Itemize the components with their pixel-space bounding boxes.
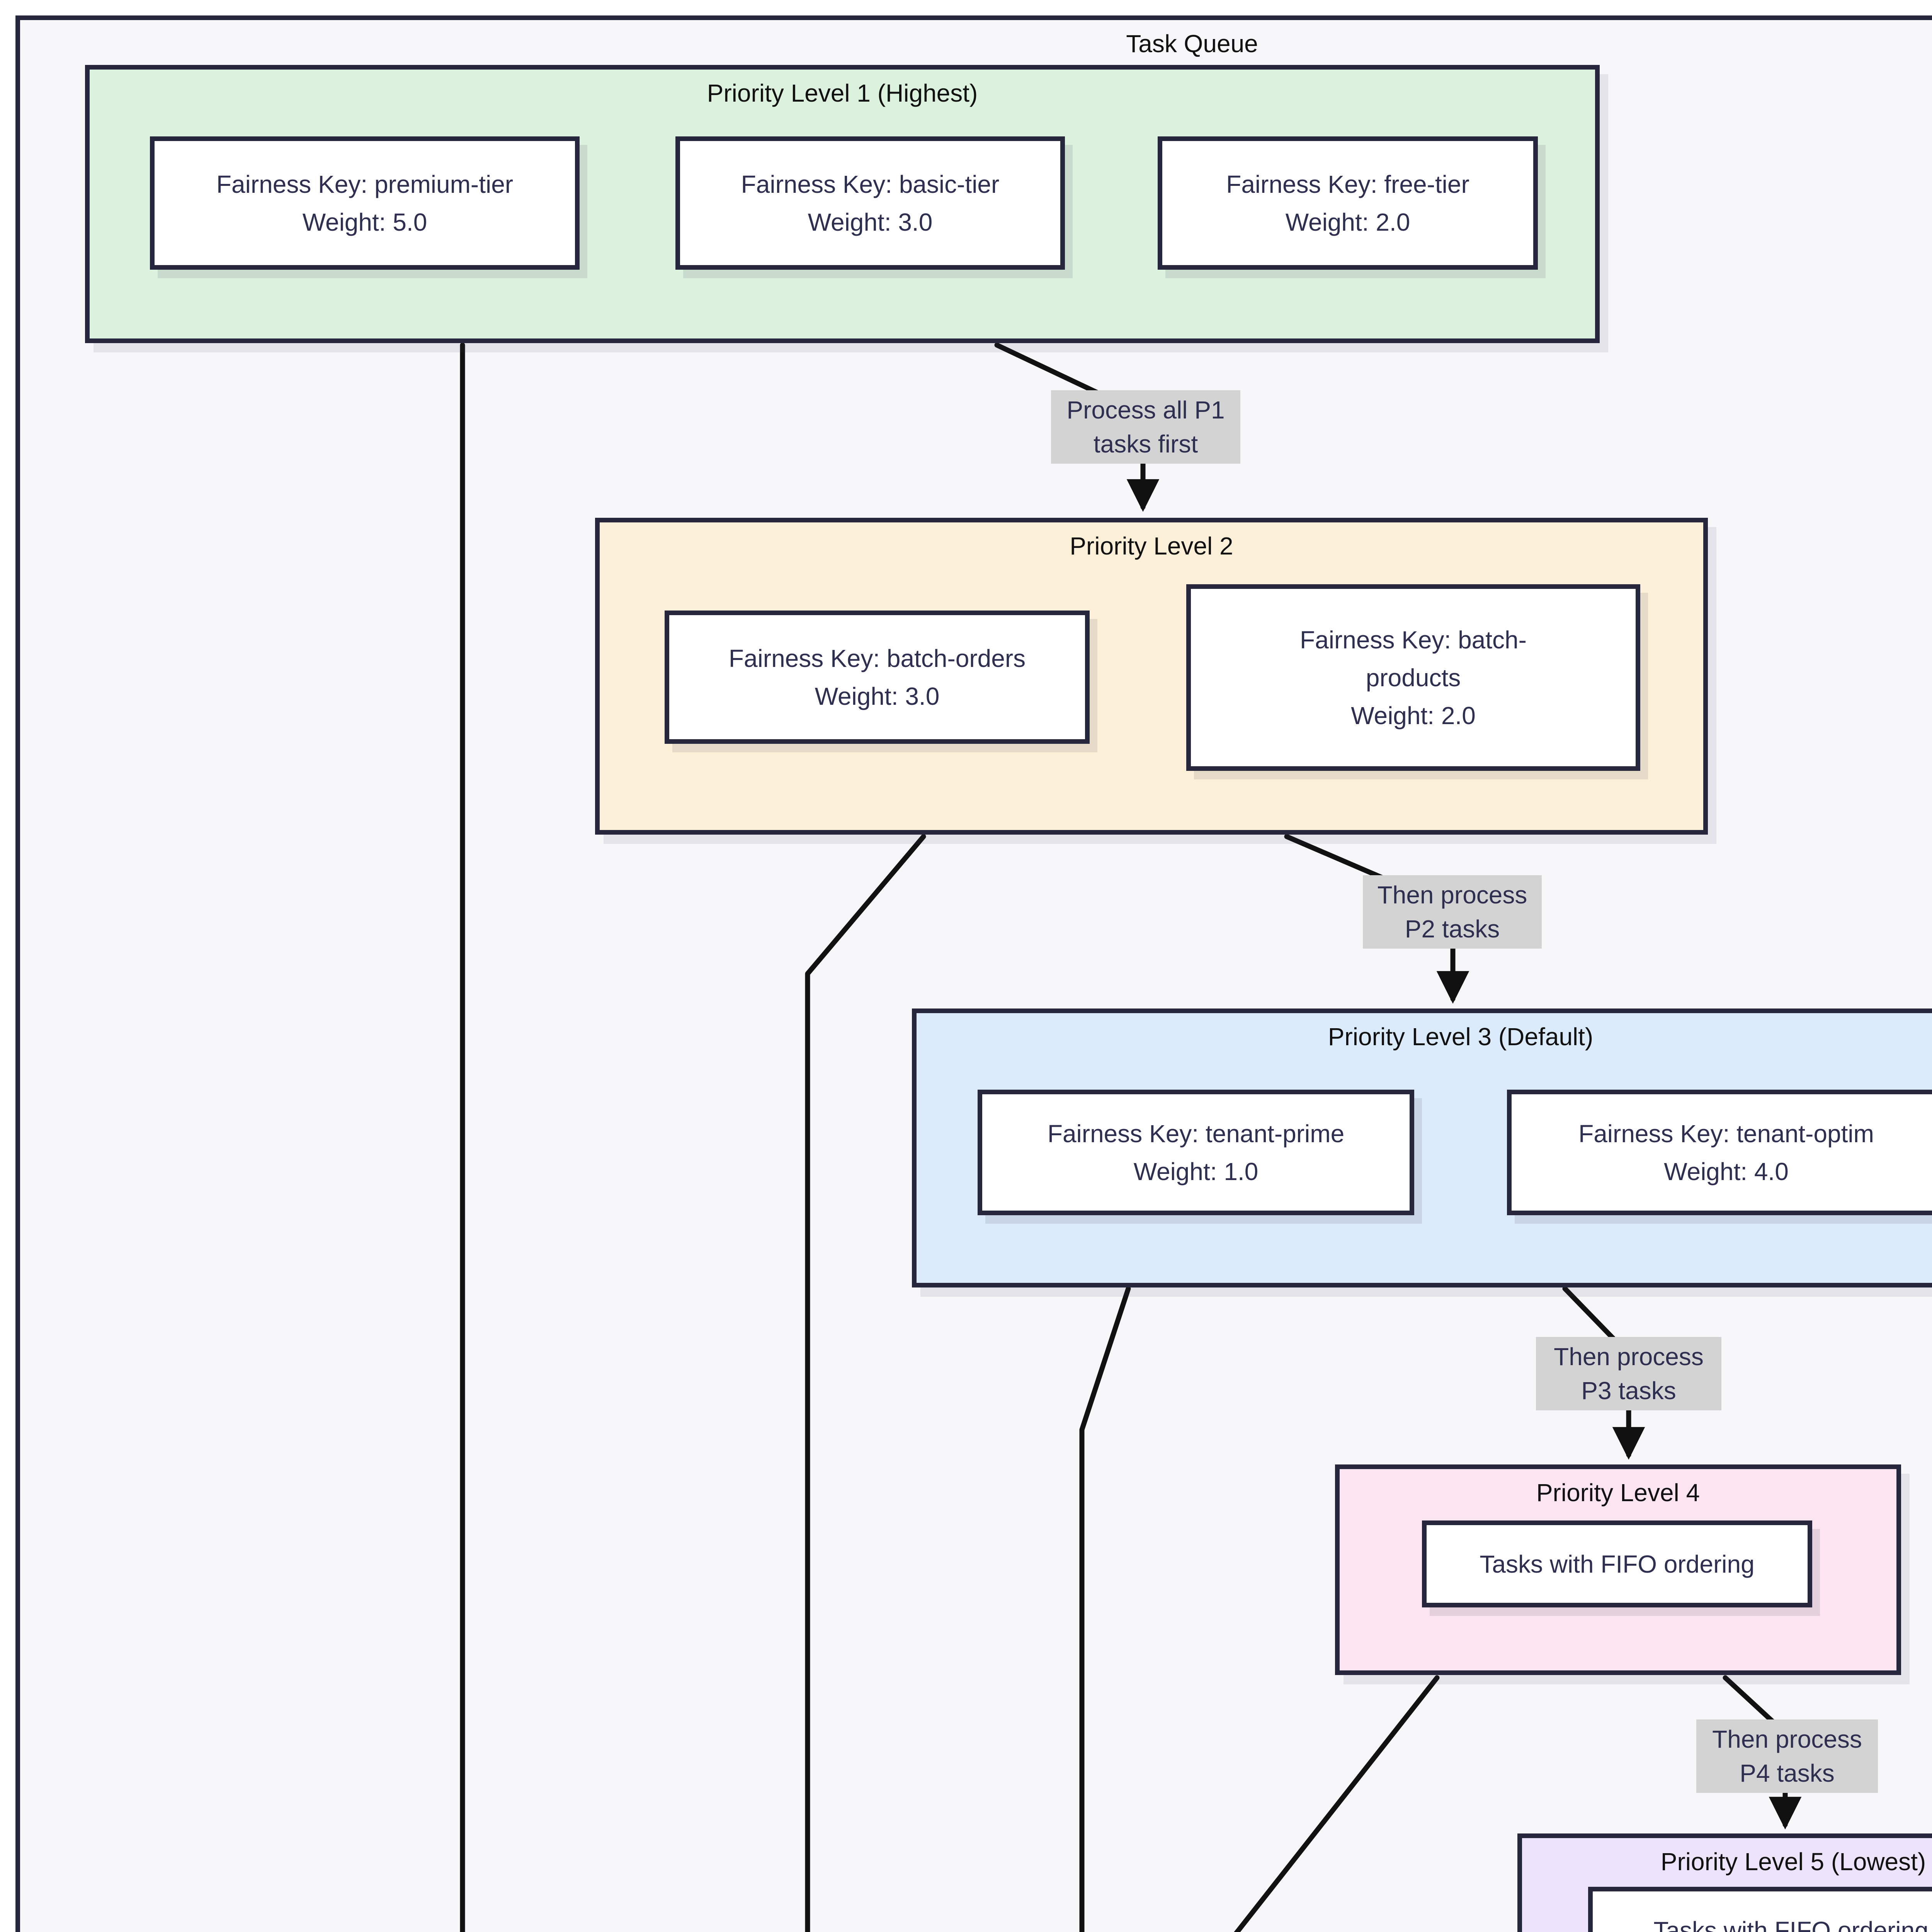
- node-premium-tier: Fairness Key: premium-tier Weight: 5.0: [150, 136, 580, 270]
- node-tenant-optim-line1: Fairness Key: tenant-optim: [1578, 1119, 1874, 1148]
- node-tenant-prime: Fairness Key: tenant-prime Weight: 1.0: [978, 1090, 1414, 1215]
- node-free-tier-line1: Fairness Key: free-tier: [1226, 170, 1469, 198]
- node-tenant-optim: Fairness Key: tenant-optim Weight: 4.0: [1507, 1090, 1932, 1215]
- node-batch-products-line1: Fairness Key: batch-: [1300, 626, 1527, 654]
- edge-p1-to-workers: [460, 342, 465, 1932]
- node-premium-tier-line1: Fairness Key: premium-tier: [216, 170, 514, 198]
- node-tenant-optim-line2: Weight: 4.0: [1664, 1157, 1789, 1185]
- node-tenant-prime-line1: Fairness Key: tenant-prime: [1047, 1119, 1345, 1148]
- edge-p3-to-workers: [1079, 1286, 1131, 1932]
- node-basic-tier-line2: Weight: 3.0: [808, 208, 933, 236]
- cluster-priority-5-title: Priority Level 5 (Lowest): [1660, 1848, 1926, 1876]
- node-tenant-prime-line2: Weight: 1.0: [1133, 1157, 1259, 1185]
- edge-label-p4-p5: Then process P4 tasks: [1696, 1719, 1878, 1793]
- cluster-priority-1-title: Priority Level 1 (Highest): [707, 79, 978, 107]
- edge-label-p3-p4-line1: Then process: [1554, 1343, 1704, 1371]
- node-batch-products-line2: products: [1366, 663, 1461, 692]
- edge-label-p4-p5-line1: Then process: [1712, 1725, 1862, 1753]
- node-premium-tier-line2: Weight: 5.0: [302, 208, 427, 236]
- cluster-priority-3-title: Priority Level 3 (Default): [1328, 1023, 1594, 1051]
- edge-label-p3-p4-line2: P3 tasks: [1581, 1377, 1676, 1405]
- node-free-tier: Fairness Key: free-tier Weight: 2.0: [1158, 136, 1538, 270]
- node-fifo-p5-line1: Tasks with FIFO ordering: [1653, 1916, 1929, 1932]
- node-fifo-p4: Tasks with FIFO ordering: [1422, 1520, 1812, 1607]
- edge-label-p4-p5-line2: P4 tasks: [1740, 1759, 1835, 1787]
- cluster-task-queue-title: Task Queue: [1126, 30, 1258, 58]
- edge-label-p1-p2-line2: tasks first: [1093, 430, 1198, 458]
- node-batch-orders-line2: Weight: 3.0: [815, 682, 940, 710]
- node-batch-orders-line1: Fairness Key: batch-orders: [728, 644, 1026, 672]
- cluster-priority-2-title: Priority Level 2: [1070, 532, 1233, 560]
- edge-label-p1-p2-line1: Process all P1: [1066, 396, 1225, 424]
- edge-p2-to-workers: [805, 834, 926, 1932]
- node-basic-tier-line1: Fairness Key: basic-tier: [741, 170, 1000, 198]
- node-fifo-p4-line1: Tasks with FIFO ordering: [1480, 1550, 1755, 1578]
- node-free-tier-line2: Weight: 2.0: [1285, 208, 1410, 236]
- node-batch-products-line3: Weight: 2.0: [1351, 701, 1476, 730]
- node-batch-orders: Fairness Key: batch-orders Weight: 3.0: [665, 611, 1090, 744]
- edge-label-p1-p2: Process all P1 tasks first: [1051, 390, 1240, 464]
- edge-label-p2-p3-line1: Then process: [1377, 881, 1527, 909]
- cluster-priority-4-title: Priority Level 4: [1536, 1479, 1700, 1507]
- edge-label-p3-p4: Then process P3 tasks: [1536, 1337, 1721, 1410]
- node-batch-products: Fairness Key: batch- products Weight: 2.…: [1186, 584, 1640, 771]
- edge-label-p2-p3-line2: P2 tasks: [1405, 915, 1500, 943]
- node-basic-tier: Fairness Key: basic-tier Weight: 3.0: [675, 136, 1065, 270]
- edge-label-p2-p3: Then process P2 tasks: [1363, 875, 1542, 949]
- node-fifo-p5: Tasks with FIFO ordering: [1588, 1887, 1932, 1932]
- edge-p4-to-workers: [1234, 1675, 1440, 1932]
